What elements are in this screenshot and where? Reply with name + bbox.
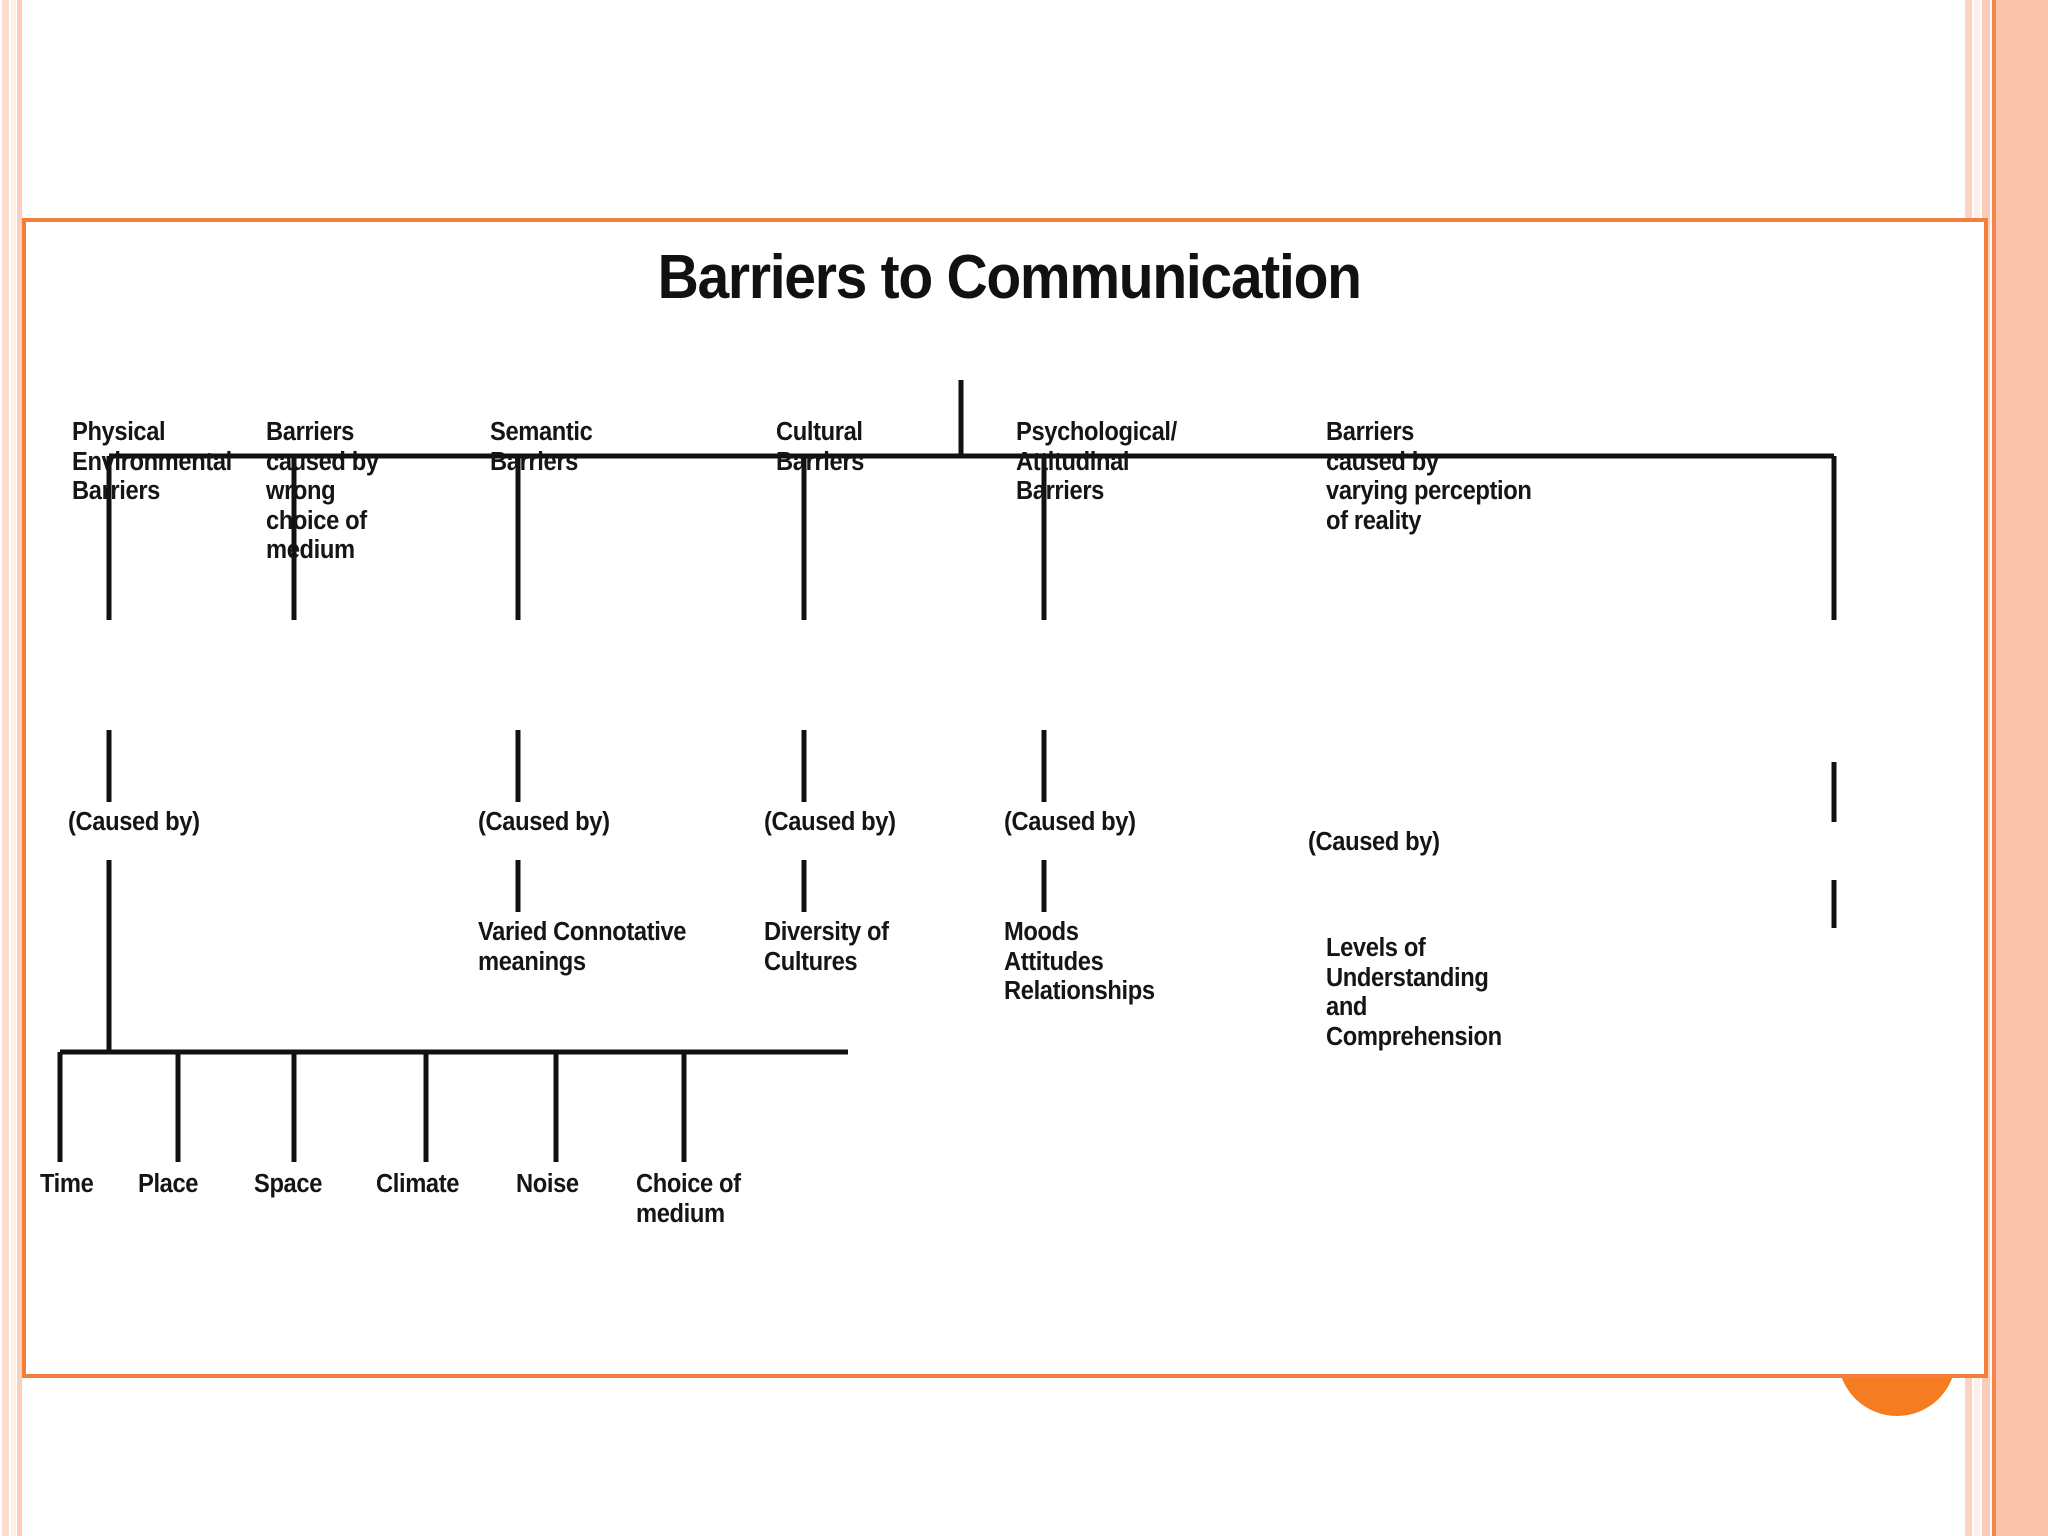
cause-node-diversity-of-cultures: Diversity of Cultures bbox=[764, 918, 889, 976]
tree-connector-lines bbox=[57, 380, 1837, 1162]
branch-label-wrong-medium: Barriers caused by wrong choice of mediu… bbox=[266, 418, 379, 565]
leaf-node-climate: Climate bbox=[376, 1170, 460, 1198]
slide-content-card: Barriers to Communication bbox=[22, 218, 1988, 1378]
caused-by-label-psychological: (Caused by) bbox=[1004, 808, 1136, 836]
diagram-title-text: Barriers to Communication bbox=[657, 243, 1361, 312]
leaf-node-time: Time bbox=[40, 1170, 94, 1198]
right-decor-band bbox=[1996, 0, 2048, 1536]
diagram-title: Barriers to Communication bbox=[26, 242, 1992, 313]
branch-label-physical-environmental: Physical Environmental Barriers bbox=[72, 418, 232, 506]
right-decor-stripe-4 bbox=[1992, 0, 1996, 1536]
left-decor-stripe-3 bbox=[17, 0, 22, 1536]
leaf-node-noise: Noise bbox=[516, 1170, 579, 1198]
barriers-tree-diagram: Barriers to Communication bbox=[26, 222, 1984, 1374]
caused-by-label-semantic: (Caused by) bbox=[478, 808, 610, 836]
branch-label-varying-perception: Barriers caused by varying perception of… bbox=[1326, 418, 1532, 535]
cause-node-levels-of-understanding: Levels of Understanding and Comprehensio… bbox=[1326, 934, 1502, 1051]
left-decor-stripe-2 bbox=[11, 0, 16, 1536]
branch-label-psychological-attitudinal: Psychological/ Attitudinal Barriers bbox=[1016, 418, 1177, 506]
caused-by-label-cultural: (Caused by) bbox=[764, 808, 896, 836]
leaf-node-choice-of-medium: Choice of medium bbox=[636, 1170, 741, 1228]
leaf-node-place: Place bbox=[138, 1170, 199, 1198]
left-decor-stripe-1 bbox=[2, 0, 9, 1536]
leaf-node-space: Space bbox=[254, 1170, 323, 1198]
caused-by-label-physical: (Caused by) bbox=[68, 808, 200, 836]
caused-by-label-varying-perception: (Caused by) bbox=[1308, 828, 1440, 856]
cause-node-varied-connotative-meanings: Varied Connotative meanings bbox=[478, 918, 687, 976]
branch-label-semantic: Semantic Barriers bbox=[490, 418, 593, 476]
branch-label-cultural: Cultural Barriers bbox=[776, 418, 865, 476]
cause-node-moods-attitudes-relationships: Moods Attitudes Relationships bbox=[1004, 918, 1155, 1006]
